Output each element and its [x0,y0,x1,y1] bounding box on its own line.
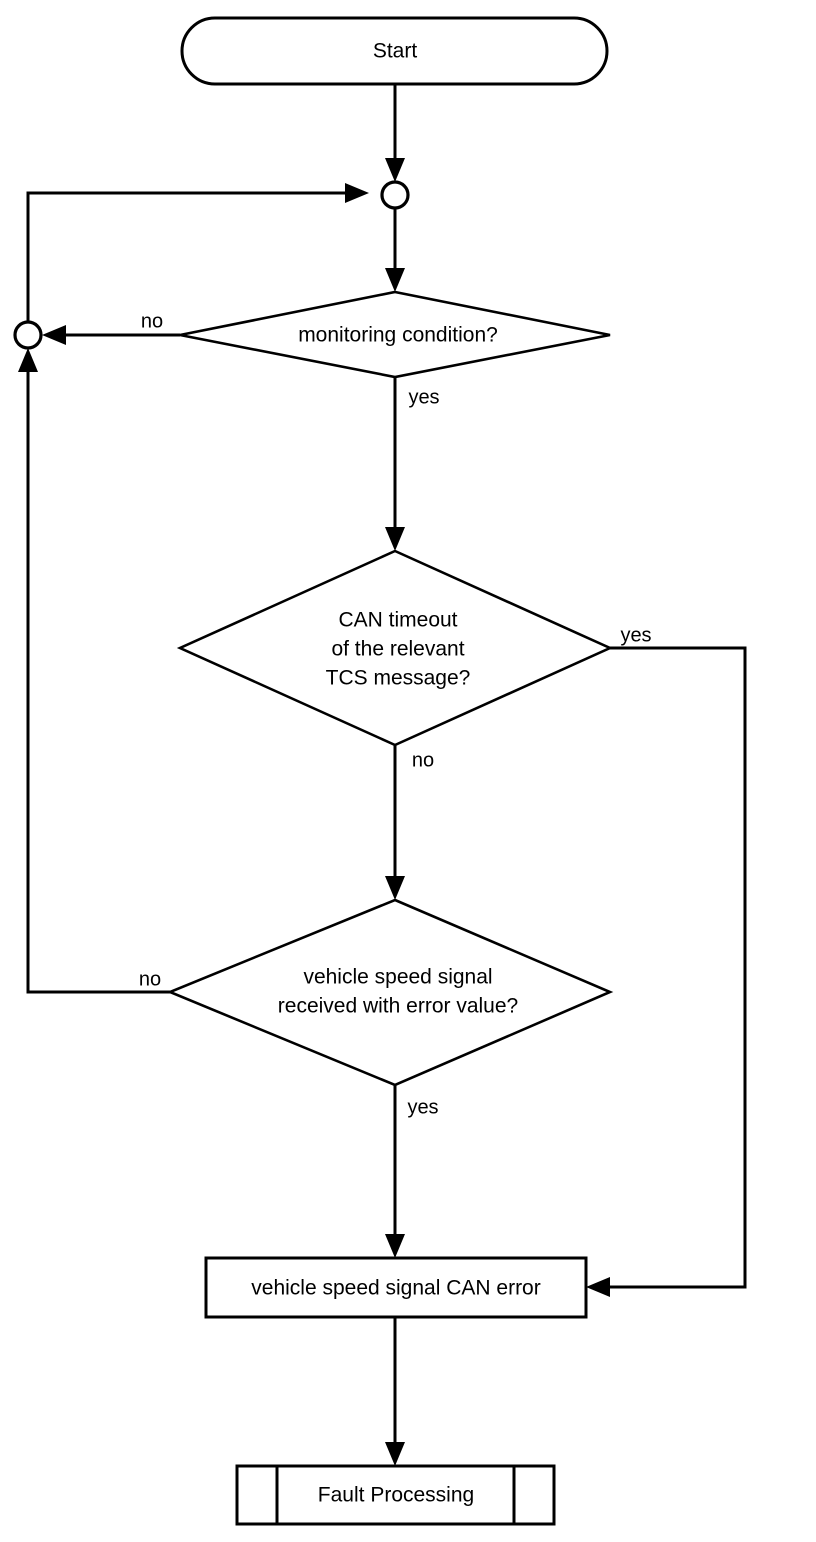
node-process-can-error[interactable]: vehicle speed signal CAN error [204,1256,588,1319]
node-decision-error-value-line-2: received with error value? [278,995,518,1018]
edge-monitoring-yes-to-can-timeout [385,377,405,551]
node-decision-error-value[interactable]: vehicle speed signal received with error… [166,898,614,1087]
edge-can-timeout-no-to-error-value [385,745,405,900]
node-junction-left [13,320,43,350]
edge-label-monitoring-no: no [141,310,163,332]
node-decision-monitoring-label: monitoring condition? [298,324,498,347]
edge-junction-to-monitoring [385,208,405,292]
node-decision-can-timeout[interactable]: CAN timeout of the relevant TCS message? [176,549,614,747]
node-start[interactable]: Start [180,16,609,86]
node-decision-monitoring-condition[interactable]: monitoring condition? [179,290,611,379]
edge-error-value-yes-to-process [385,1085,405,1258]
node-start-label: Start [373,40,418,63]
node-junction-top [380,180,410,210]
edge-label-error-value-yes: yes [407,1096,438,1118]
edge-label-error-value-no: no [139,968,161,990]
edge-can-timeout-yes-to-process [586,646,747,1297]
edge-label-can-timeout-no: no [412,749,434,771]
node-decision-can-timeout-line-3: TCS message? [326,667,471,690]
edge-process-to-fault-processing [385,1317,405,1466]
node-fault-processing[interactable]: Fault Processing [235,1464,556,1526]
edge-error-value-no-to-left-junction [18,348,170,994]
edge-left-junction-loopback-to-top-junction [26,183,369,322]
node-process-can-error-label: vehicle speed signal CAN error [251,1277,540,1300]
edge-monitoring-no-to-left-junction [42,325,180,345]
edge-label-can-timeout-yes: yes [620,624,651,646]
node-fault-processing-label: Fault Processing [318,1484,474,1507]
node-decision-can-timeout-line-1: CAN timeout [338,609,457,632]
edge-start-to-junction [385,84,405,182]
node-decision-can-timeout-line-2: of the relevant [331,638,464,661]
edge-label-monitoring-yes: yes [408,386,439,408]
node-decision-error-value-line-1: vehicle speed signal [303,966,492,989]
